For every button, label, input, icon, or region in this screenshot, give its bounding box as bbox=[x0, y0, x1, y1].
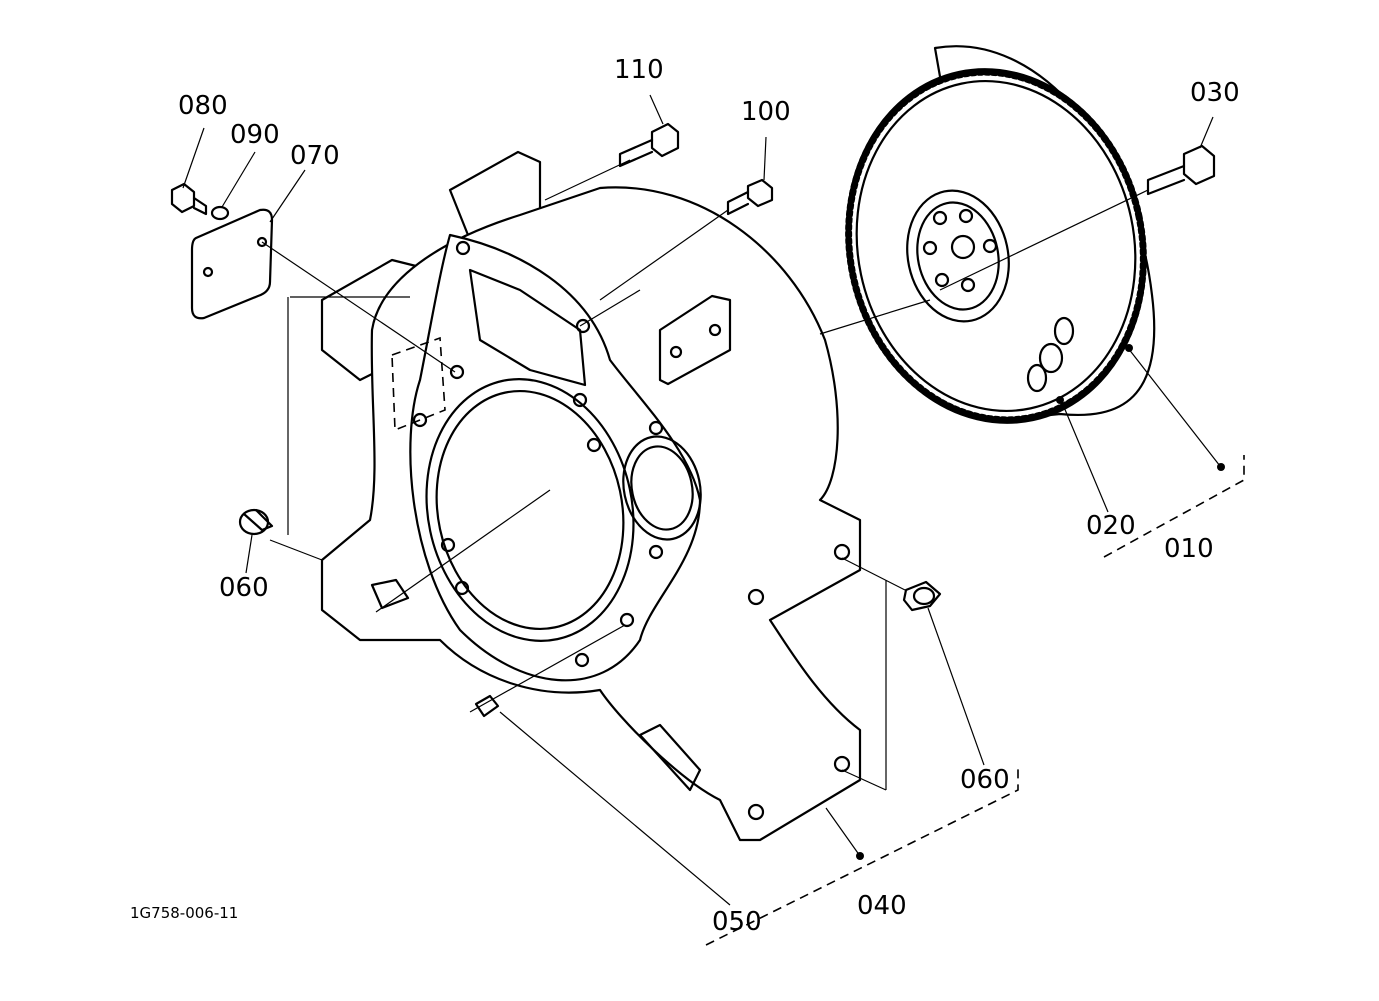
part-label-090: 090 bbox=[230, 120, 280, 150]
part-label-010: 010 bbox=[1164, 534, 1214, 564]
part-label-110: 110 bbox=[614, 55, 664, 85]
part-label-080: 080 bbox=[178, 91, 228, 121]
washer-090 bbox=[210, 205, 230, 221]
cover-plate bbox=[190, 208, 274, 320]
drawing-id: 1G758-006-11 bbox=[130, 904, 238, 922]
bolt-110 bbox=[618, 122, 680, 168]
part-label-040: 040 bbox=[857, 891, 907, 921]
leader-lines bbox=[182, 94, 1221, 906]
bolt-030 bbox=[1146, 144, 1216, 196]
bolt-100 bbox=[726, 178, 774, 216]
part-label-100: 100 bbox=[741, 97, 791, 127]
bushing-060-right bbox=[902, 580, 942, 612]
flywheel-housing bbox=[320, 150, 862, 842]
part-label-070: 070 bbox=[290, 141, 340, 171]
part-label-020: 020 bbox=[1086, 511, 1136, 541]
flywheel bbox=[845, 45, 1156, 424]
assembly-brackets bbox=[705, 455, 1245, 946]
part-label-030: 030 bbox=[1190, 78, 1240, 108]
dowel-pin-050 bbox=[474, 694, 500, 718]
part-label-060-right: 060 bbox=[960, 765, 1010, 795]
bushing-060-left bbox=[238, 508, 274, 536]
bolt-080 bbox=[170, 182, 208, 216]
ring-gear-teeth bbox=[845, 68, 1147, 424]
part-label-060-left: 060 bbox=[219, 573, 269, 603]
part-label-050: 050 bbox=[712, 907, 762, 937]
